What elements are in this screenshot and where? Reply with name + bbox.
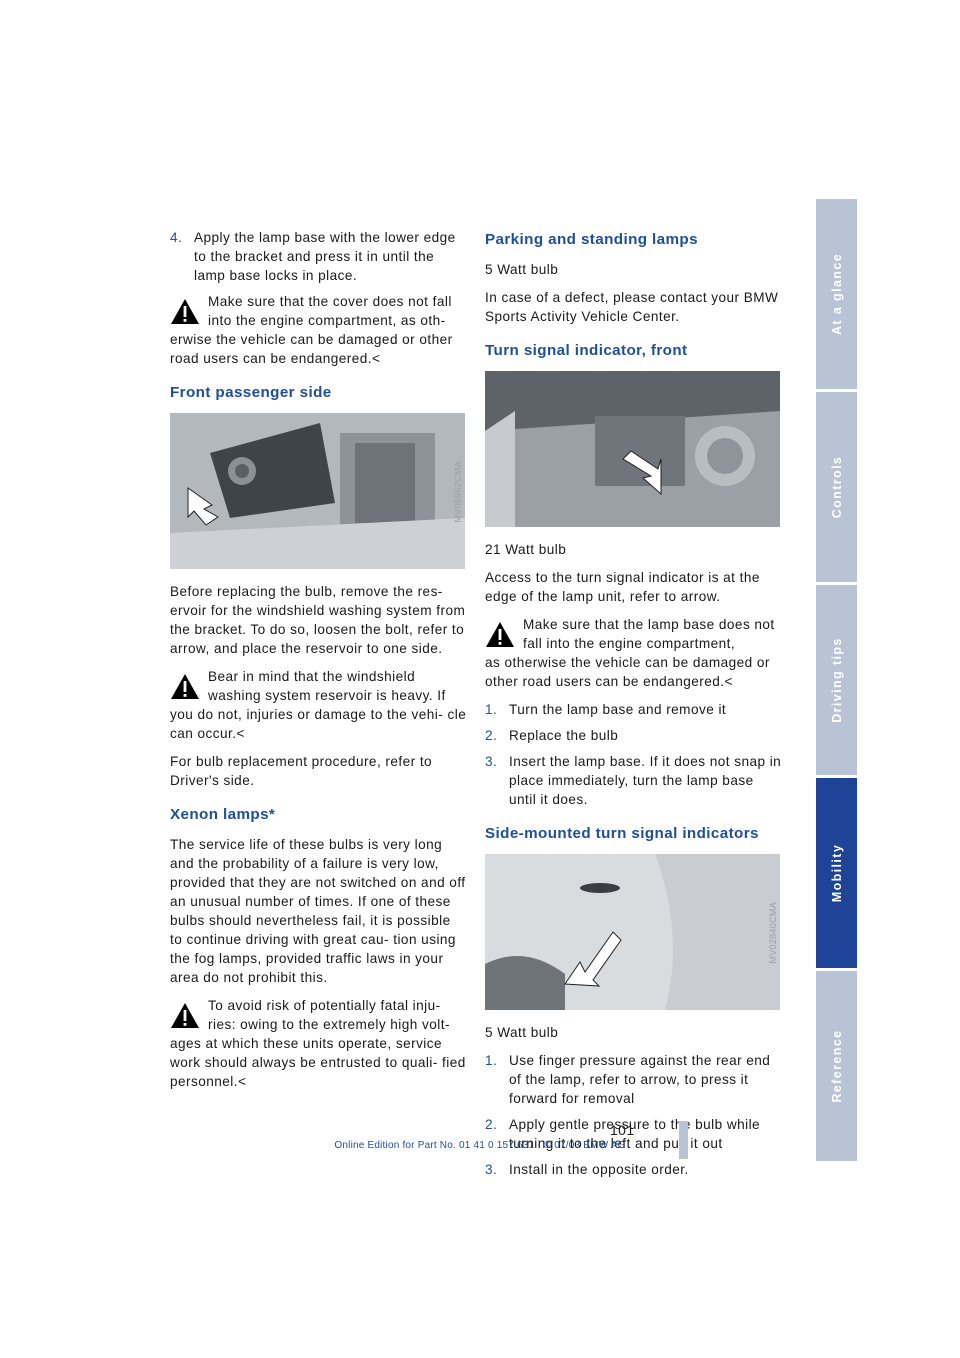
turn-steps-list: 1. Turn the lamp base and remove it 2. Rep…	[485, 700, 782, 809]
step-text: Turn the lamp base and remove it	[509, 702, 727, 717]
side-indicator-illustration	[485, 854, 780, 1010]
turn-watt: 21 Watt bulb	[485, 542, 567, 557]
warning-note: Bear in mind that the windshield washing…	[170, 667, 467, 743]
warning-text-rest: as otherwise the vehicle can be damaged …	[485, 655, 770, 689]
step-number: 2.	[485, 728, 498, 743]
warning-text-rest: erwise the vehicle can be damaged or oth…	[170, 332, 453, 366]
list-item: 1. Use finger pressure against the rear e…	[485, 1051, 782, 1108]
end-mark: <	[372, 351, 381, 366]
tab-controls[interactable]: Controls	[816, 392, 857, 582]
step-4: 4. Apply the lamp base with the lower ed…	[170, 228, 467, 285]
end-mark: <	[236, 726, 245, 741]
end-mark: <	[237, 1074, 247, 1089]
left-column: 4. Apply the lamp base with the lower ed…	[170, 228, 467, 1100]
step-number: 2.	[485, 1117, 498, 1132]
chapter-tabs: At a glance Controls Driving tips Mobili…	[816, 199, 857, 1164]
photo-washer-reservoir: MV05562CMA	[170, 413, 465, 569]
engine-bay-illustration	[170, 413, 465, 569]
tab-label: Mobility	[829, 843, 844, 903]
warning-text-rest: you do not, injuries or damage to the ve…	[170, 707, 467, 741]
parking-watt: 5 Watt bulb	[485, 262, 559, 277]
warning-text-first: Bear in mind that the windshield washing…	[208, 669, 446, 703]
tab-driving-tips[interactable]: Driving tips	[816, 585, 857, 775]
list-item: 2. Replace the bulb	[485, 726, 782, 745]
step-text: Apply the lamp base with the lower edge …	[194, 230, 456, 283]
image-code: MV02840CMA	[768, 902, 778, 964]
side-steps-list: 1. Use finger pressure against the rear e…	[485, 1051, 782, 1179]
warning-text-first: Make sure that the lamp base does not fa…	[523, 617, 775, 651]
heading-front-passenger-side: Front passenger side	[170, 384, 332, 401]
photo-turn-signal: MV05563CMA	[485, 371, 780, 527]
tab-label: Controls	[829, 455, 844, 519]
turn-text: Access to the turn signal indicator is a…	[485, 570, 760, 604]
heading-side-turn-signals: Side-mounted turn signal indicators	[485, 825, 759, 842]
warning-text-rest: ages at which these units operate, servi…	[170, 1036, 466, 1089]
heading-parking-lamps: Parking and standing lamps	[485, 231, 698, 248]
warning-note: Make sure that the cover does not fall i…	[170, 292, 467, 368]
step-text: Apply gentle pressure to the bulb while …	[509, 1117, 761, 1151]
list-item: 1. Turn the lamp base and remove it	[485, 700, 782, 719]
step-text: Insert the lamp base. If it does not sna…	[509, 754, 782, 807]
warning-note: Make sure that the lamp base does not fa…	[485, 615, 782, 691]
tab-label: Driving tips	[829, 637, 844, 723]
step-text: Replace the bulb	[509, 728, 619, 743]
warning-note: To avoid risk of potentially fatal inju-…	[170, 996, 467, 1091]
parking-text: In case of a defect, please contact your…	[485, 290, 779, 324]
page-number-bar	[679, 1121, 688, 1159]
warning-triangle-icon	[171, 1003, 199, 1028]
end-mark: <	[724, 674, 733, 689]
step-number: 3.	[485, 754, 498, 769]
warning-triangle-icon	[171, 299, 199, 324]
warning-text-first: To avoid risk of potentially fatal inju-…	[208, 998, 450, 1032]
heading-xenon-lamps: Xenon lamps*	[170, 806, 276, 823]
list-item: 2. Apply gentle pressure to the bulb whil…	[485, 1115, 782, 1153]
image-code: MV05562CMA	[453, 461, 463, 523]
turn-signal-illustration	[485, 371, 780, 527]
tab-at-a-glance[interactable]: At a glance	[816, 199, 857, 389]
side-watt: 5 Watt bulb	[485, 1025, 559, 1040]
list-item: 3. Insert the lamp base. If it does not s…	[485, 752, 782, 809]
tab-label: At a glance	[829, 252, 844, 336]
step-number: 1.	[485, 702, 498, 717]
right-column: Parking and standing lamps 5 Watt bulb I…	[485, 218, 782, 1186]
page-number: 101	[610, 1122, 635, 1138]
list-item: 3. Install in the opposite order.	[485, 1160, 782, 1179]
step-number: 3.	[485, 1162, 498, 1177]
warning-triangle-icon	[171, 674, 199, 699]
tab-label: Reference	[829, 1029, 844, 1103]
warning-text-first: Make sure that the cover does not fall i…	[208, 294, 452, 328]
step-number: 4.	[170, 230, 183, 245]
paragraph-xenon: The service life of these bulbs is very …	[170, 837, 466, 985]
heading-turn-signal-front: Turn signal indicator, front	[485, 342, 688, 359]
step-number: 1.	[485, 1053, 498, 1068]
paragraph-refer: For bulb replacement procedure, refer to…	[170, 754, 433, 788]
warning-triangle-icon	[486, 622, 514, 647]
image-code: MV05563CMA	[768, 419, 778, 481]
footer-text: Online Edition for Part No. 01 41 0 157 …	[334, 1140, 626, 1151]
photo-side-indicator: MV02840CMA	[485, 854, 780, 1010]
paragraph-reservoir: Before replacing the bulb, remove the re…	[170, 584, 466, 656]
tab-reference[interactable]: Reference	[816, 971, 857, 1161]
step-text: Install in the opposite order.	[509, 1162, 689, 1177]
step-text: Use finger pressure against the rear end…	[509, 1053, 771, 1106]
tab-mobility[interactable]: Mobility	[816, 778, 857, 968]
